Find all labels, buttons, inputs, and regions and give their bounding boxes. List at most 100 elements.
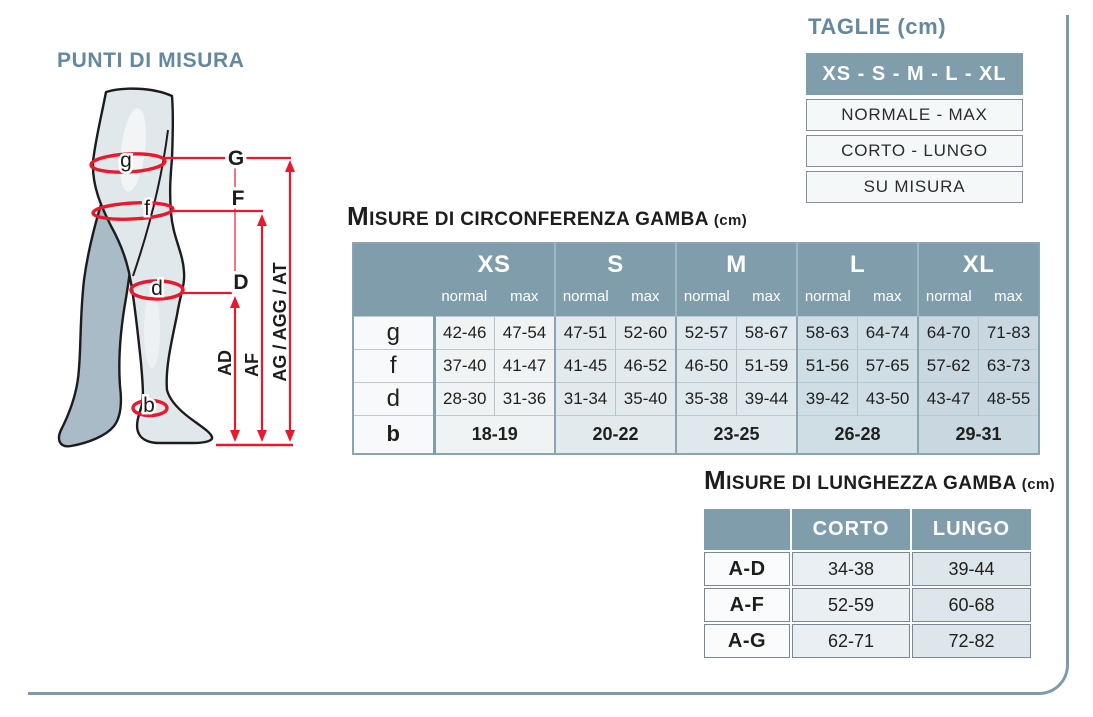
column-header-corto: CORTO <box>792 509 910 550</box>
leg-measurement-diagram: g f d b G F D AD AF AG / AGG / AT <box>57 87 295 448</box>
length-label-AF: AF <box>242 353 262 377</box>
size-header-l: L <box>796 243 919 282</box>
cell: 31-34 <box>554 382 616 416</box>
cell: 64-70 <box>917 316 979 350</box>
row-label: f <box>353 349 436 383</box>
level-label-G: G <box>228 147 244 170</box>
cell: 58-63 <box>796 316 858 350</box>
subheader-max: max <box>494 282 556 317</box>
size-header-xl: XL <box>917 243 1040 282</box>
table-row-d: d 28-30 31-36 31-34 35-40 35-38 39-44 39… <box>353 382 1040 416</box>
subheader-normal: normal <box>675 282 737 317</box>
length-label-AG-AGG-AT: AG / AGG / AT <box>270 262 290 381</box>
sizes-table-row: NORMALE - MAX <box>806 99 1023 131</box>
circumference-table: XS S M L XL normal max normal max normal… <box>352 242 1041 455</box>
title-lead: M <box>347 201 370 231</box>
cell: 26-28 <box>796 415 919 454</box>
cell: 20-22 <box>554 415 677 454</box>
cell: 46-52 <box>615 349 677 383</box>
title-unit: (cm) <box>1021 476 1056 493</box>
cell: 51-56 <box>796 349 858 383</box>
cell: 58-67 <box>736 316 798 350</box>
sizes-table-header: XS - S - M - L - XL <box>806 53 1023 95</box>
cell: 52-59 <box>792 588 910 622</box>
cell: 57-65 <box>857 349 919 383</box>
cell: 72-82 <box>912 624 1031 658</box>
title-lead: M <box>704 465 727 495</box>
girth-ellipse-g <box>89 152 167 174</box>
sizes-table-row: CORTO - LUNGO <box>806 135 1023 167</box>
subheader-max: max <box>978 282 1040 317</box>
cell: 52-57 <box>675 316 737 350</box>
cell: 46-50 <box>675 349 737 383</box>
subheader-max: max <box>736 282 798 317</box>
measure-points-title: PUNTI DI MISURA <box>57 49 245 72</box>
cell: 35-38 <box>675 382 737 416</box>
title-unit: (cm) <box>713 212 748 229</box>
cell: 28-30 <box>433 382 495 416</box>
cell: 35-40 <box>615 382 677 416</box>
cell: 31-36 <box>494 382 556 416</box>
table-row-g: g 42-46 47-54 47-51 52-60 52-57 58-67 58… <box>353 316 1040 350</box>
girth-ellipse-b <box>131 398 169 418</box>
cell: 34-38 <box>792 552 910 586</box>
cell: 71-83 <box>978 316 1040 350</box>
cell: 47-51 <box>554 316 616 350</box>
subheader-normal: normal <box>796 282 858 317</box>
shin-highlight <box>144 292 160 368</box>
title-rest: ISURE DI CIRCONFERENZA GAMBA <box>369 209 709 230</box>
sizes-title: TAGLIE (cm) <box>808 14 947 39</box>
cell: 41-47 <box>494 349 556 383</box>
cell: 64-74 <box>857 316 919 350</box>
sizes-table-row: SU MISURA <box>806 171 1023 203</box>
corner-header-cell <box>704 509 790 550</box>
subheader-normal: normal <box>917 282 979 317</box>
point-label-b: b <box>143 394 155 417</box>
point-label-d: d <box>151 277 163 300</box>
girth-ellipse-d <box>129 279 185 301</box>
level-label-F: F <box>232 187 245 210</box>
cell: 39-44 <box>736 382 798 416</box>
length-title: MISURE DI LUNGHEZZA GAMBA(cm) <box>704 465 1055 496</box>
cell: 63-73 <box>978 349 1040 383</box>
row-label: d <box>353 382 436 416</box>
row-label: A-D <box>704 552 790 586</box>
cell: 48-55 <box>978 382 1040 416</box>
subheader-normal: normal <box>554 282 616 317</box>
cell: 29-31 <box>917 415 1040 454</box>
cell: 43-50 <box>857 382 919 416</box>
circumference-title: MISURE DI CIRCONFERENZA GAMBA(cm) <box>347 201 747 232</box>
cell: 47-54 <box>494 316 556 350</box>
cell: 18-19 <box>433 415 556 454</box>
row-label: A-F <box>704 588 790 622</box>
row-label: g <box>353 316 436 350</box>
table-row-b: b 18-19 20-22 23-25 26-28 29-31 <box>353 415 1040 454</box>
arrowheads <box>230 160 295 442</box>
column-header-lungo: LUNGO <box>912 509 1031 550</box>
corner-header-cell <box>353 243 434 317</box>
subheader-max: max <box>857 282 919 317</box>
cell: 39-44 <box>912 552 1031 586</box>
cell: 57-62 <box>917 349 979 383</box>
cell: 43-47 <box>917 382 979 416</box>
cell: 39-42 <box>796 382 858 416</box>
size-header-m: M <box>675 243 798 282</box>
table-row-f: f 37-40 41-47 41-45 46-52 46-50 51-59 51… <box>353 349 1040 383</box>
row-label: A-G <box>704 624 790 658</box>
title-rest: ISURE DI LUNGHEZZA GAMBA <box>726 473 1017 494</box>
cell: 37-40 <box>433 349 495 383</box>
cell: 23-25 <box>675 415 798 454</box>
size-header-xs: XS <box>434 243 556 282</box>
length-label-AD: AD <box>215 350 235 376</box>
cell: 60-68 <box>912 588 1031 622</box>
cell: 41-45 <box>554 349 616 383</box>
cell: 52-60 <box>615 316 677 350</box>
subheader-max: max <box>615 282 677 317</box>
point-label-f: f <box>144 197 150 220</box>
cell: 62-71 <box>792 624 910 658</box>
cell: 42-46 <box>433 316 495 350</box>
cell: 51-59 <box>736 349 798 383</box>
size-header-s: S <box>554 243 677 282</box>
length-table: CORTO LUNGO A-D 34-38 39-44 A-F 52-59 60… <box>704 509 1031 658</box>
subheader-normal: normal <box>434 282 495 317</box>
